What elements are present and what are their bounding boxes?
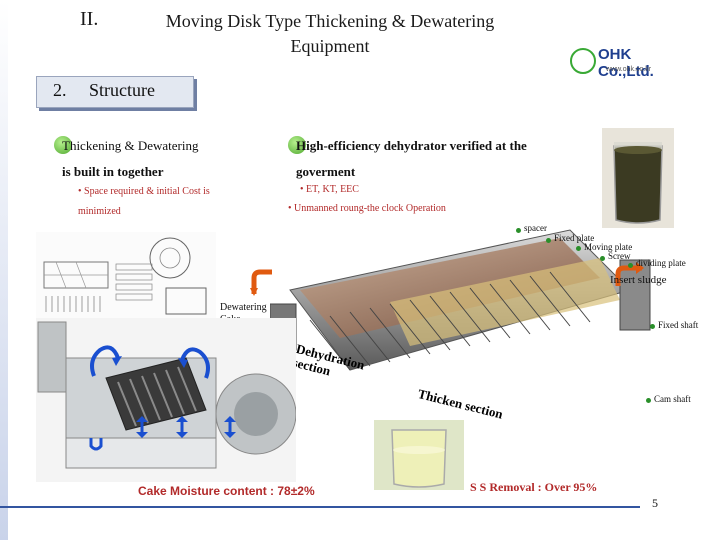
callout-spacer: spacer [524, 223, 547, 233]
callout-dot [646, 398, 651, 403]
left-heading-line2: is built in together [62, 164, 164, 179]
sludge-beaker-photo [602, 128, 674, 228]
logo-brand: OHK Co.,Ltd. [598, 46, 654, 80]
green-bullet-icon [288, 136, 306, 154]
callout-dot [628, 263, 633, 268]
machine-photo [36, 318, 296, 482]
left-sub-line1: • Space required & initial Cost is [78, 186, 210, 197]
green-bullet-icon [54, 136, 72, 154]
callout-dot [576, 246, 581, 251]
callout-dot [546, 238, 551, 243]
callout-cam-shaft: Cam shaft [654, 394, 691, 404]
company-logo: OHK Co.,Ltd. www.ohk.co.kr [568, 46, 688, 86]
callout-moving-plate: Moving plate [584, 242, 633, 252]
callout-dividing-plate: dividing plate [636, 258, 686, 268]
cake-output-arrow-icon [250, 269, 272, 296]
right-heading-line1: High-efficiency dehydrator verified at t… [296, 138, 527, 153]
callout-fixed-shaft: Fixed shaft [658, 320, 699, 330]
left-gradient-bar [0, 0, 8, 540]
page-title: Moving Disk Type Thickening & Dewatering… [130, 9, 530, 59]
callout-dot [516, 228, 521, 233]
logo-url: www.ohk.co.kr [606, 66, 652, 73]
machine-cutaway-illustration [270, 229, 651, 371]
callout-insert-sludge: Insert sludge [610, 274, 667, 286]
vertical-arrow-icon [224, 416, 236, 438]
rotation-arrow-icon [178, 347, 210, 379]
section-heading-box: 2. Structure [36, 76, 194, 108]
callout-screw: Screw [608, 251, 631, 261]
callout-fixed-plate: Fixed plate [554, 233, 595, 243]
section-roman-numeral: II. [80, 8, 99, 30]
callout-dot [600, 256, 605, 261]
left-sub-line2: minimized [78, 206, 121, 217]
left-heading-line1: Thickening & Dewatering [62, 138, 199, 153]
vertical-arrow-icon [176, 416, 188, 438]
vertical-arrow-icon [136, 416, 148, 438]
right-sub-line1: • ET, KT, EEC [300, 184, 359, 195]
technical-drawing [36, 232, 216, 320]
ss-removal-caption: S S Removal : Over 95% [470, 480, 598, 494]
right-heading-line2: goverment [296, 164, 356, 179]
sludge-input-arrow-icon [615, 262, 644, 286]
u-turn-arrow-icon [89, 438, 103, 451]
section-label: Structure [89, 80, 155, 100]
cake-moisture-caption: Cake Moisture content : 78±2% [138, 484, 315, 498]
section-number: 2. [53, 80, 67, 100]
rotation-arrow-icon [90, 345, 122, 377]
treated-water-beaker-photo [374, 420, 464, 490]
right-sub-line2: • Unmanned roung-the clock Operation [288, 203, 446, 214]
page-number: 5 [652, 496, 658, 510]
page-title-line1: Moving Disk Type Thickening & Dewatering [165, 11, 495, 31]
page-title-line2: Equipment [290, 36, 370, 56]
callout-dot [650, 324, 655, 329]
logo-mark-icon [570, 48, 596, 74]
footer-divider [0, 506, 640, 508]
